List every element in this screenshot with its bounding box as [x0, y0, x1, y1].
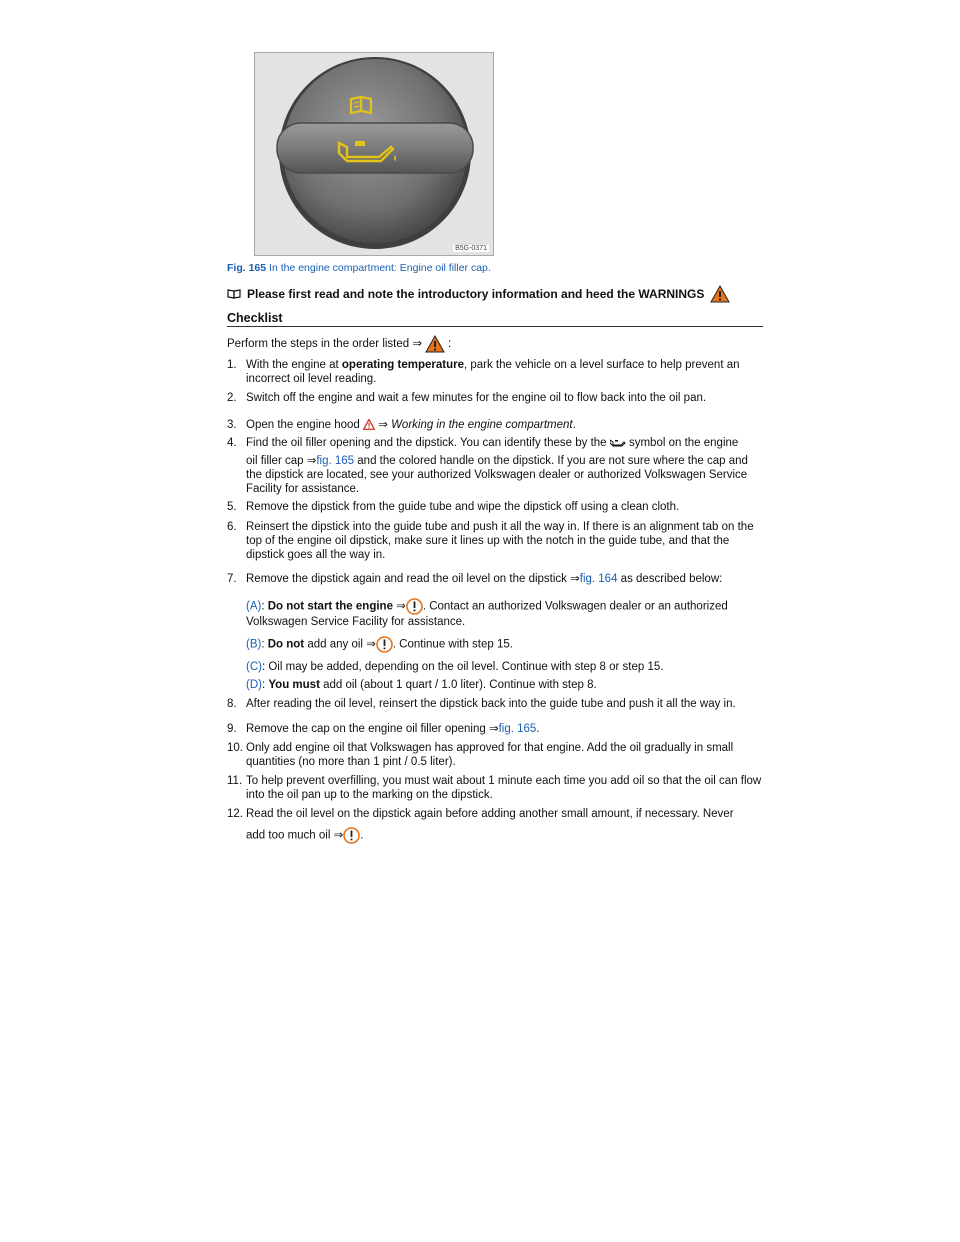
step-text: Read the oil level on the dipstick again… — [246, 808, 734, 820]
substep-colon: : — [261, 600, 268, 613]
step-text: After reading the oil level, reinsert th… — [246, 698, 736, 710]
figure-code: B5G-0371 — [453, 245, 489, 252]
substep-colon: : — [261, 661, 269, 673]
warning-triangle-icon[interactable] — [710, 285, 731, 303]
step-text-continued: add too much oil ⇒. — [246, 827, 766, 844]
step-text-pre: With the engine at — [246, 359, 342, 371]
step-text-continued: oil filler cap ⇒fig. 165 and the colored… — [246, 454, 766, 496]
oil-can-icon — [609, 439, 626, 447]
substep-text-pre: ⇒ — [392, 600, 406, 613]
intro-text: Please first read and note the introduct… — [247, 287, 705, 301]
book-icon — [349, 95, 373, 115]
step-text: Switch off the engine and wait a few min… — [246, 392, 707, 404]
substep-colon: : — [261, 679, 269, 691]
step-text-post: . — [360, 829, 364, 842]
step-text: Remove the dipstick from the guide tube … — [246, 501, 680, 513]
step-arrow: ⇒ — [375, 419, 392, 431]
step-text-post: as described below: — [617, 573, 723, 585]
substep-label: (D) — [246, 679, 262, 691]
step-text-pre: add too much oil ⇒ — [246, 829, 344, 842]
step-number: 8. — [227, 698, 237, 710]
figure-caption-label: Fig. 165 — [227, 262, 267, 274]
intro-note: Please first read and note the introduct… — [227, 285, 731, 303]
warning-triangle-icon[interactable] — [363, 419, 376, 431]
substep-bold: Do not start the engine — [267, 600, 393, 613]
step-text-pre: Open the engine hood — [246, 419, 364, 431]
substep-colon: : — [261, 638, 268, 651]
checklist-lead: Perform the steps in the order listed ⇒ … — [227, 335, 451, 353]
step-number: 6. — [227, 521, 237, 533]
substep-text-post: . Contact an authorized Volkswagen deale… — [246, 600, 728, 628]
substep-bold: Do not — [267, 638, 305, 651]
step-text-post: . — [572, 419, 576, 431]
step-number: 9. — [227, 723, 237, 735]
step-text-pre: Remove the cap on the engine oil filler … — [246, 723, 499, 735]
figure-link[interactable]: fig. 164 — [579, 573, 618, 585]
step-number: 12. — [227, 808, 243, 820]
step-number: 1. — [227, 359, 237, 371]
step-number: 10. — [227, 742, 243, 754]
substep-label: (B) — [246, 638, 262, 651]
figure-caption: Fig. 165 In the engine compartment: Engi… — [227, 262, 491, 274]
step-number: 3. — [227, 419, 237, 431]
step-text-post: and the colored handle on the dipstick. … — [246, 455, 748, 495]
substep-c: (C): Oil may be added, depending on the … — [246, 660, 766, 674]
step-text-pre: Find the oil filler opening and the dips… — [246, 437, 610, 449]
notice-circle-icon[interactable] — [406, 598, 423, 615]
substep-label: (C) — [246, 661, 262, 673]
step-text: With the engine at operating temperature… — [246, 358, 766, 386]
step-number: 7. — [227, 573, 237, 585]
oil-cap-illustration — [255, 53, 493, 255]
lead-end: : — [448, 338, 452, 350]
substep-b: (B): Do not add any oil ⇒ . Continue with… — [246, 636, 766, 653]
step-text-pre: Remove the dipstick again and read the o… — [246, 573, 580, 585]
oil-can-icon — [337, 141, 396, 163]
figure-link[interactable]: fig. 165 — [498, 723, 537, 735]
step-text: Only add engine oil that Volkswagen has … — [246, 742, 734, 768]
figure-caption-text: In the engine compartment: Engine oil fi… — [266, 262, 491, 274]
step-number: 2. — [227, 392, 237, 404]
step-text: Find the oil filler opening and the dips… — [246, 436, 766, 450]
step-text-pre: oil filler cap ⇒ — [246, 455, 317, 467]
step-text-post: symbol on the engine — [625, 437, 739, 449]
step-number: 5. — [227, 501, 237, 513]
step-number: 4. — [227, 437, 237, 449]
step-text: Remove the cap on the engine oil filler … — [246, 722, 766, 736]
book-icon — [227, 289, 241, 299]
step-text: Reinsert the dipstick into the guide tub… — [246, 521, 754, 561]
substep-bold: You must — [268, 679, 320, 691]
step-text-post: . — [536, 723, 540, 735]
step-text: Open the engine hood ⇒ Working in the en… — [246, 418, 766, 432]
substep-label: (A) — [246, 600, 262, 613]
figure-link[interactable]: fig. 165 — [316, 455, 355, 467]
figure-oil-filler-cap: B5G-0371 — [254, 52, 494, 256]
substep-text-post: . Continue with step 15. — [392, 638, 513, 651]
step-cross-reference[interactable]: Working in the engine compartment — [391, 419, 573, 431]
step-text-bold: operating temperature — [341, 359, 464, 371]
section-heading: Checklist — [227, 311, 763, 327]
substep-text: Oil may be added, depending on the oil l… — [268, 661, 664, 673]
substep-d: (D): You must add oil (about 1 quart / 1… — [246, 678, 766, 692]
notice-circle-icon[interactable] — [343, 827, 361, 844]
notice-circle-icon[interactable] — [375, 636, 393, 653]
step-number: 11. — [227, 775, 243, 787]
substep-text: add oil (about 1 quart / 1.0 liter). Con… — [319, 679, 597, 691]
step-text-post: , park the vehicle on a level surface to… — [246, 359, 740, 385]
lead-text: Perform the steps in the order listed ⇒ — [227, 338, 423, 350]
step-text: Remove the dipstick again and read the o… — [246, 572, 766, 586]
substep-text-pre: add any oil ⇒ — [304, 638, 376, 651]
warning-triangle-icon[interactable] — [425, 335, 445, 353]
step-text: To help prevent overfilling, you must wa… — [246, 775, 762, 801]
substep-a: (A): Do not start the engine ⇒. Contact … — [246, 598, 766, 629]
